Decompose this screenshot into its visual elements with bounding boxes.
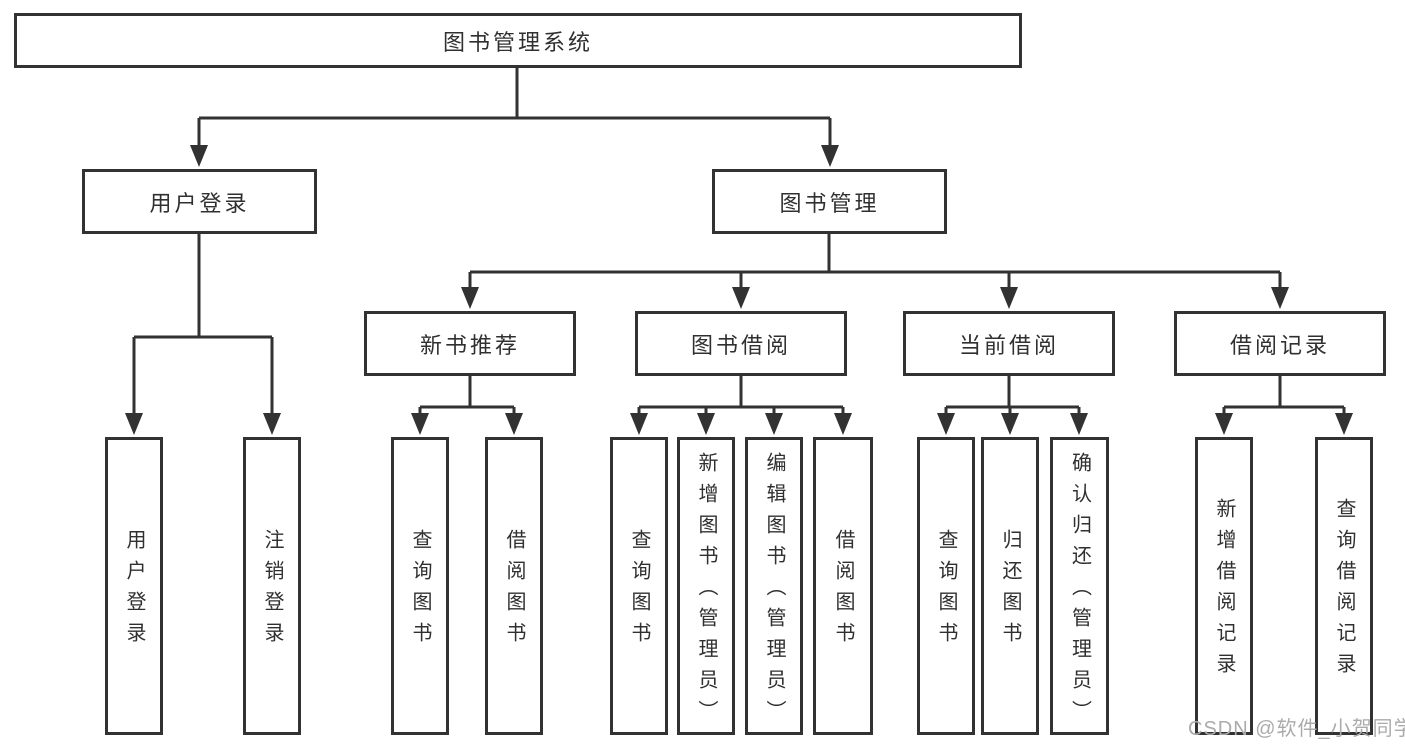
leaf-add-book-admin-label: 新增图书（管理员） <box>695 451 717 731</box>
leaf-query-books-recommend-label: 查询图书 <box>409 529 431 653</box>
leaf-add-borrow-record: 新增借阅记录 <box>1195 437 1253 735</box>
arrowheads <box>125 145 1353 435</box>
leaf-edit-book-admin-label: 编辑图书（管理员） <box>763 451 785 731</box>
leaf-borrow-books-recommend-label: 借阅图书 <box>503 529 525 653</box>
node-borrow-records: 借阅记录 <box>1174 311 1386 376</box>
leaf-confirm-return-admin-label: 确认归还（管理员） <box>1068 451 1091 731</box>
leaf-confirm-return-admin: 确认归还（管理员） <box>1050 437 1109 735</box>
leaf-borrow-books-label: 借阅图书 <box>832 529 854 653</box>
leaf-return-book: 归还图书 <box>981 437 1039 735</box>
node-book-management-label: 图书管理 <box>779 190 880 216</box>
leaf-query-books-borrow: 查询图书 <box>610 437 668 735</box>
leaf-query-books-recommend: 查询图书 <box>391 437 449 735</box>
leaf-logout-label: 注销登录 <box>261 529 283 653</box>
leaf-user-login-label: 用户登录 <box>123 529 145 653</box>
leaf-query-books-borrow-label: 查询图书 <box>628 529 650 653</box>
leaf-borrow-books: 借阅图书 <box>813 437 873 735</box>
leaf-add-book-admin: 新增图书（管理员） <box>677 437 735 735</box>
node-new-book-recommend-label: 新书推荐 <box>419 332 520 358</box>
leaf-query-books-current: 查询图书 <box>917 437 975 735</box>
node-book-borrow: 图书借阅 <box>635 311 847 376</box>
leaf-logout: 注销登录 <box>243 437 301 735</box>
node-current-borrow: 当前借阅 <box>903 311 1115 376</box>
leaf-edit-book-admin: 编辑图书（管理员） <box>745 437 803 735</box>
csdn-watermark: CSDN @软件_小贺同学 <box>1188 718 1405 740</box>
node-borrow-records-label: 借阅记录 <box>1229 332 1330 358</box>
leaf-query-borrow-record-label: 查询借阅记录 <box>1333 498 1355 684</box>
leaf-user-login: 用户登录 <box>105 437 163 735</box>
node-book-management: 图书管理 <box>712 169 947 234</box>
leaf-borrow-books-recommend: 借阅图书 <box>485 437 543 735</box>
node-book-borrow-label: 图书借阅 <box>690 332 791 358</box>
leaf-add-borrow-record-label: 新增借阅记录 <box>1213 498 1235 684</box>
node-root: 图书管理系统 <box>14 13 1022 68</box>
node-user-login-label: 用户登录 <box>149 190 250 216</box>
leaf-query-books-current-label: 查询图书 <box>935 529 957 653</box>
node-root-label: 图书管理系统 <box>442 29 593 55</box>
leaf-return-book-label: 归还图书 <box>999 529 1021 653</box>
node-user-login: 用户登录 <box>82 169 317 234</box>
leaf-query-borrow-record: 查询借阅记录 <box>1315 437 1373 735</box>
node-current-borrow-label: 当前借阅 <box>958 332 1059 358</box>
node-new-book-recommend: 新书推荐 <box>364 311 576 376</box>
